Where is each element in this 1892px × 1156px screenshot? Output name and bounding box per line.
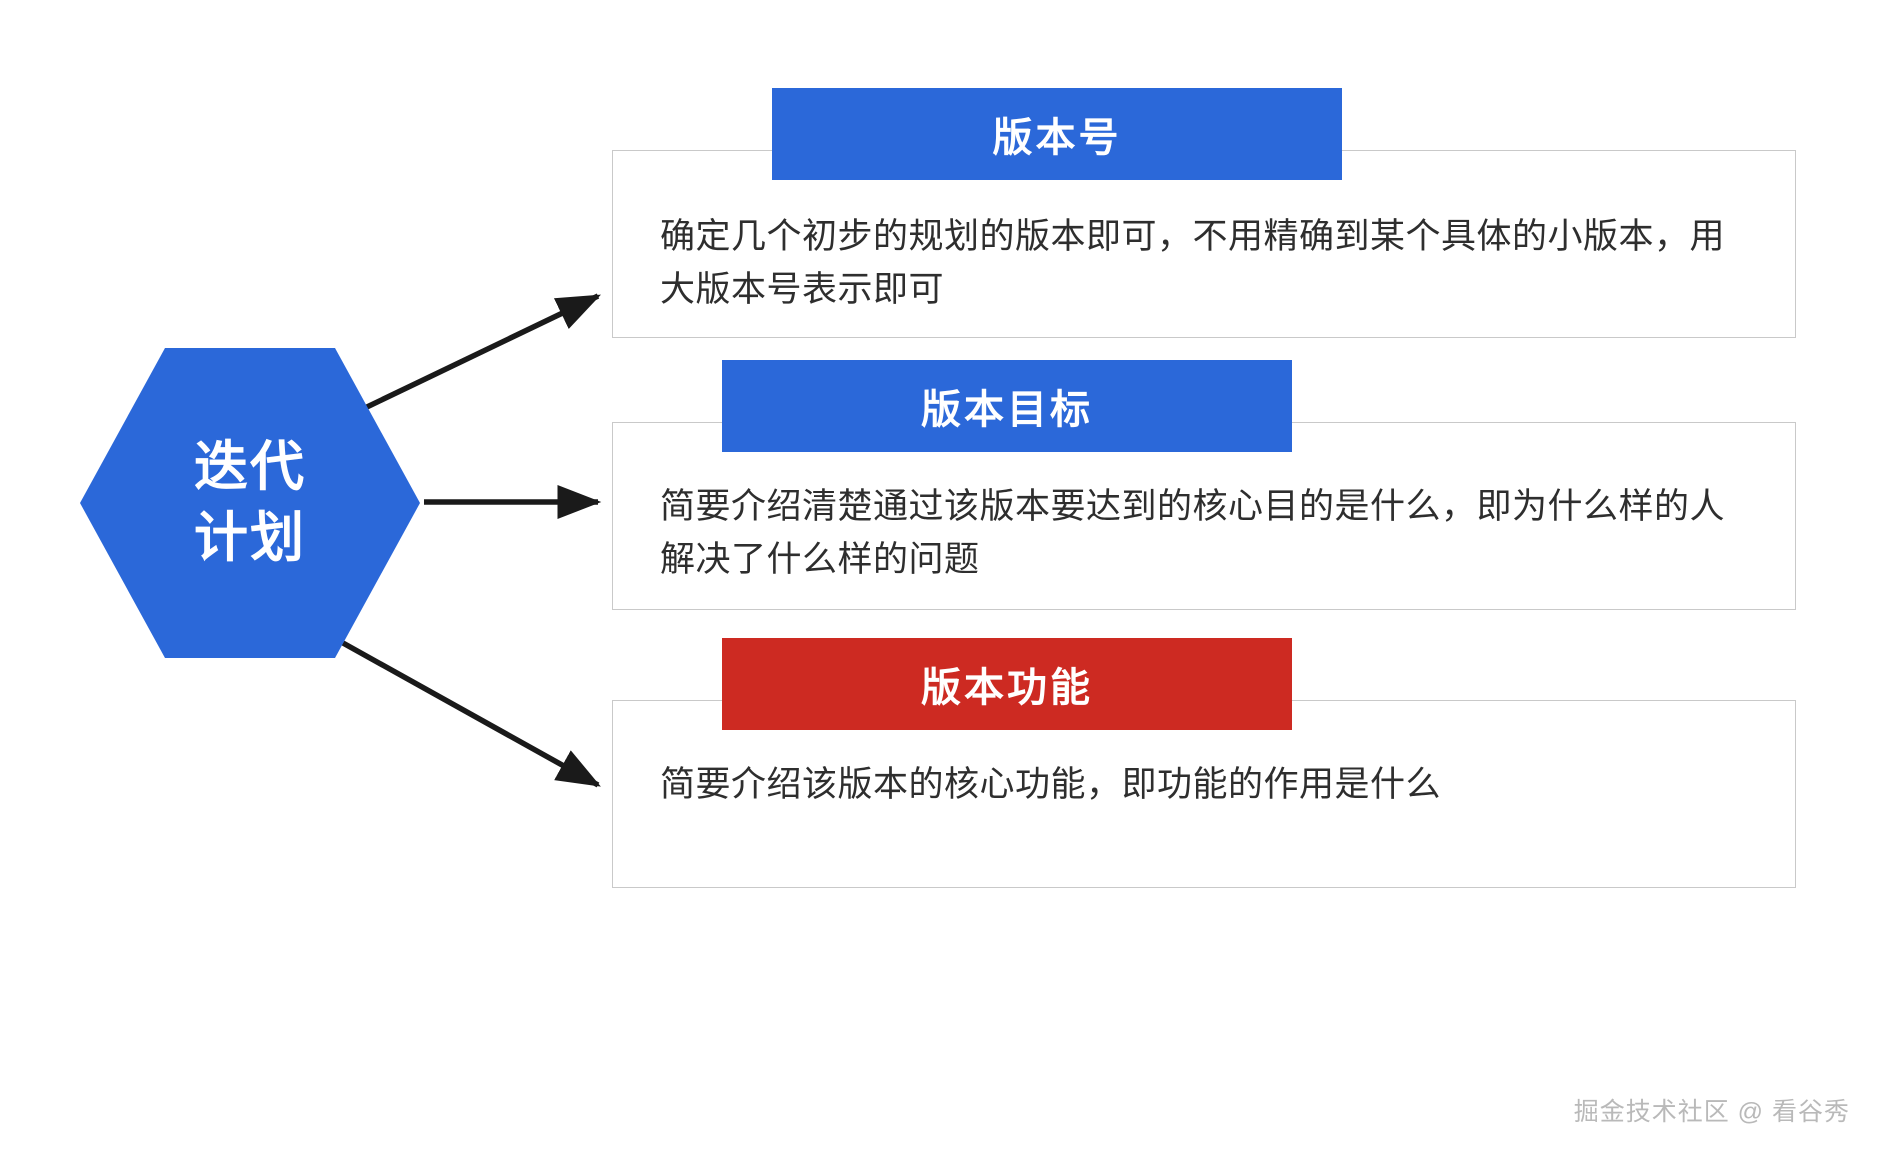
branch-header-label: 版本功能 [921,666,1093,710]
watermark-text: 掘金技术社区 @ 看谷秀 [1573,1098,1850,1126]
branch-panel-outline [612,700,1796,888]
branch-panel-outline [612,150,1796,338]
branch-panel-body-text: 简要介绍该版本的核心功能，即功能的作用是什么 [660,765,1442,804]
arrow-to-version-number-icon [342,293,601,421]
branch-header-label: 版本号 [992,116,1122,160]
branch-header-version-feature[interactable]: 版本功能 [722,638,1292,730]
branch-panel-body-text: 确定几个初步的规划的版本即可，不用精确到某个具体的小版本，用大版本号表示即可 [660,217,1726,310]
root-node-label: 迭代 计划 [194,436,306,568]
branch-header-label: 版本目标 [921,388,1093,432]
branch-panel-body-text: 简要介绍清楚通过该版本要达到的核心目的是什么，即为什么样的人解决了什么样的问题 [660,487,1726,580]
branch-panel-outline [612,422,1796,610]
arrow-to-version-feature-icon [341,640,601,788]
branch-header-version-number[interactable]: 版本号 [772,88,1342,180]
branch-header-version-goal[interactable]: 版本目标 [722,360,1292,452]
